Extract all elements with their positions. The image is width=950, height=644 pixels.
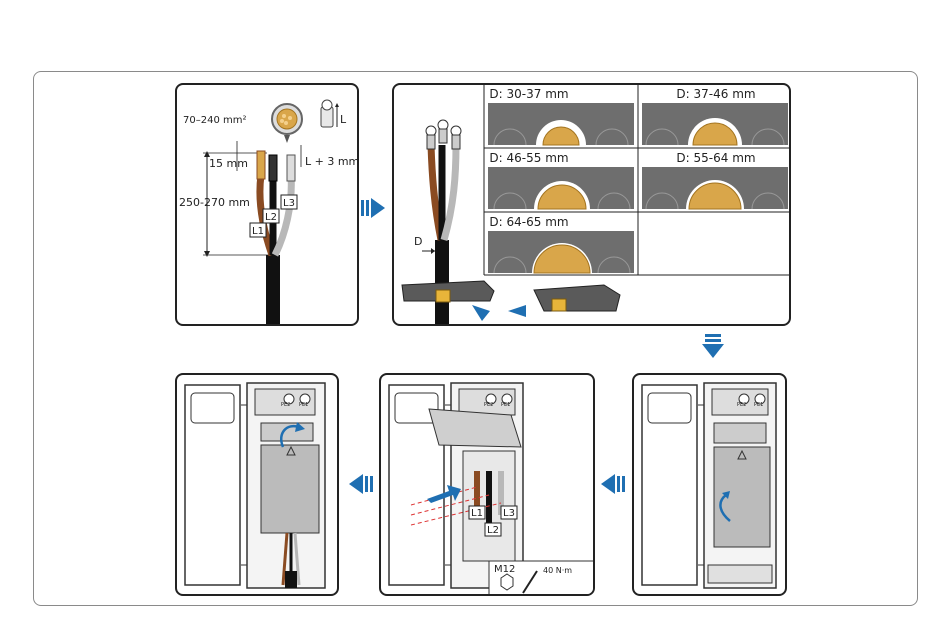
diameter-option-4: D: 55-64 mm (676, 151, 755, 165)
terminal-mark-pe2: PE2 (737, 402, 746, 408)
wire-l2-label: L2 (265, 212, 277, 223)
prepared-cable (257, 151, 295, 326)
terminal-mark-pe1: PE1 (501, 402, 510, 408)
bolt-size-label: M12 (494, 564, 515, 575)
diameter-option-3: D: 46-55 mm (489, 151, 568, 165)
cable-cross-section-icon (272, 104, 302, 143)
cabinet-illustration (185, 383, 325, 588)
arrow-down-icon (700, 334, 726, 360)
diameter-option-2: D: 37-46 mm (676, 87, 755, 101)
open-cover-panel: PE2 PE1 (632, 373, 787, 596)
gland-illustration-4 (642, 167, 788, 209)
install-l1-label: L1 (471, 508, 483, 519)
gland-part-left (402, 281, 494, 302)
diameter-option-5: D: 64-65 mm (489, 215, 568, 229)
arrow-left-icon (347, 472, 373, 496)
gland-illustration-5 (488, 231, 634, 273)
close-cover-panel: PE2 PE1 (175, 373, 339, 596)
wire-l3-label: L3 (283, 198, 295, 209)
install-l2-label: L2 (487, 525, 499, 536)
gland-part-right (534, 285, 620, 311)
gland-selection-panel: D D: 30-37 mm D: 37-46 mm D: 46-55 mm D:… (392, 83, 791, 326)
terminal-mark-pe2: PE2 (484, 402, 493, 408)
gland-illustration-3 (488, 167, 634, 209)
diameter-option-1: D: 30-37 mm (489, 87, 568, 101)
gland-illustration-2 (642, 103, 788, 145)
cable-prep-panel: 70–240 mm² L 15 mm 250-270 mm L + 3 mm (175, 83, 359, 326)
terminal-mark-pe2: PE2 (281, 402, 290, 408)
lug-icon (321, 100, 339, 127)
lug-length-label: L (340, 113, 347, 126)
cabinet-illustration (642, 383, 776, 588)
arrow-left-icon (599, 472, 625, 496)
lug-plus-label: L + 3 mm (305, 155, 359, 168)
terminal-mark-pe1: PE1 (754, 402, 763, 408)
diameter-label: D (414, 235, 422, 248)
gland-illustration-1 (488, 103, 634, 145)
install-cables-panel: PE2 PE1 L1 L2 L3 M12 40 N·m (379, 373, 595, 596)
strip-label: 15 mm (209, 157, 248, 170)
arrow-icon (508, 305, 526, 317)
terminal-mark-pe1: PE1 (299, 402, 308, 408)
wire-l1-label: L1 (252, 226, 264, 237)
install-l3-label: L3 (503, 508, 515, 519)
area-label: 70–240 mm² (183, 115, 246, 126)
torque-label: 40 N·m (543, 566, 572, 575)
length-label: 250-270 mm (179, 196, 250, 209)
arrow-icon (472, 305, 490, 321)
arrow-right-icon (361, 196, 387, 220)
